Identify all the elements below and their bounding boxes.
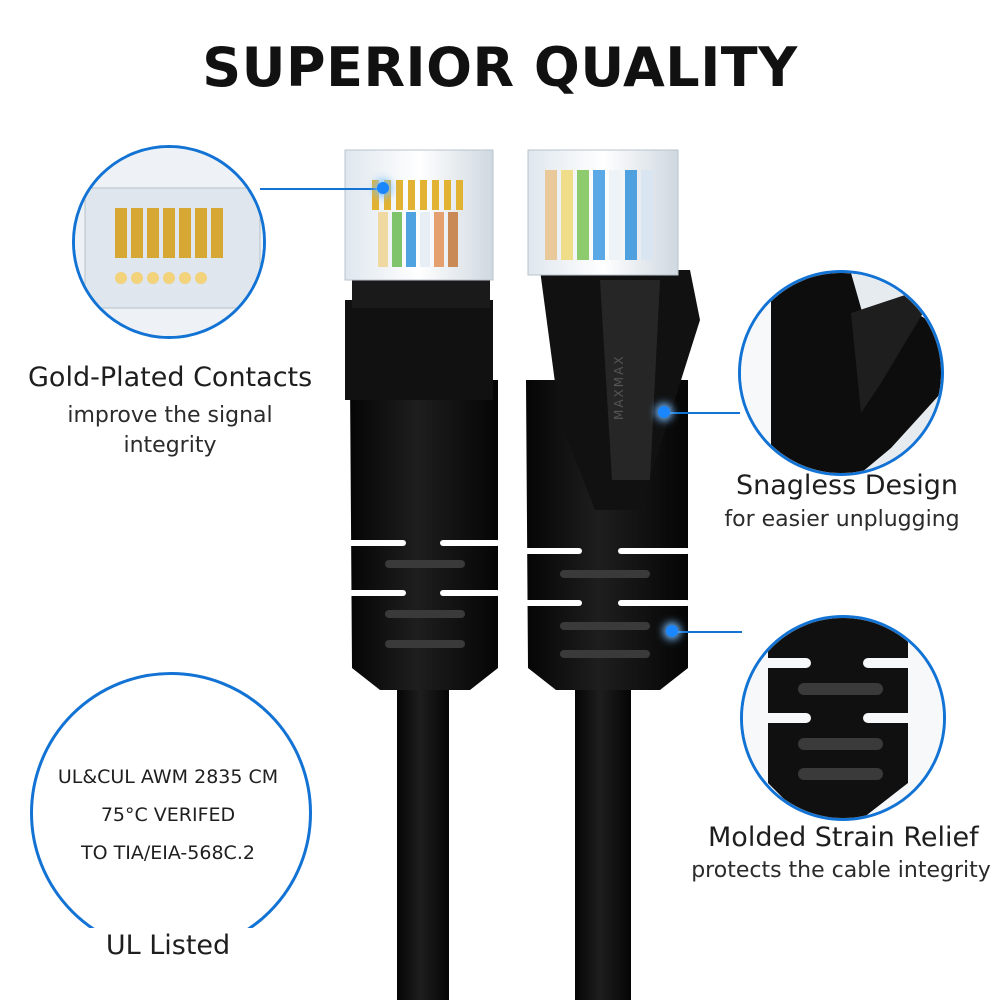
snagless-leader-line — [668, 412, 740, 414]
strain-relief-title: Molded Strain Relief — [708, 822, 979, 853]
brand-marking: MAXMAX — [612, 354, 626, 420]
gold-contacts-closeup-image — [75, 148, 263, 336]
ul-spec-line1: UL&CUL AWM 2835 CM — [57, 766, 279, 788]
gold-contacts-marker-dot — [377, 182, 389, 194]
strain-relief-subtitle: protects the cable integrity — [691, 858, 991, 883]
ul-spec-circle — [30, 672, 312, 954]
right-connector — [522, 149, 700, 1000]
snagless-subtitle: for easier unplugging — [724, 507, 960, 532]
ul-spec-line2: 75°C VERIFED — [100, 804, 236, 826]
ul-title-backdrop — [30, 928, 306, 972]
gold-contacts-title: Gold-Plated Contacts — [28, 362, 313, 393]
strain-relief-leader-line — [676, 631, 742, 633]
snagless-detail-circle — [738, 270, 944, 476]
gold-contacts-subtitle-line2: integrity — [123, 433, 217, 458]
snagless-closeup-image — [741, 273, 941, 473]
strain-relief-marker-dot — [666, 625, 678, 637]
left-connector — [344, 149, 500, 1000]
gold-contacts-detail-circle — [72, 145, 266, 339]
gold-contacts-subtitle-line1: improve the signal — [67, 403, 273, 428]
snagless-marker-dot — [658, 406, 670, 418]
strain-relief-closeup-image — [743, 618, 943, 818]
ul-listed-title: UL Listed — [105, 930, 231, 961]
snagless-title: Snagless Design — [736, 470, 958, 501]
strain-relief-detail-circle — [740, 615, 946, 821]
gold-contacts-leader-line — [260, 188, 382, 190]
page-title: SUPERIOR QUALITY — [202, 36, 798, 99]
ul-spec-line3: TO TIA/EIA-568C.2 — [81, 842, 255, 864]
